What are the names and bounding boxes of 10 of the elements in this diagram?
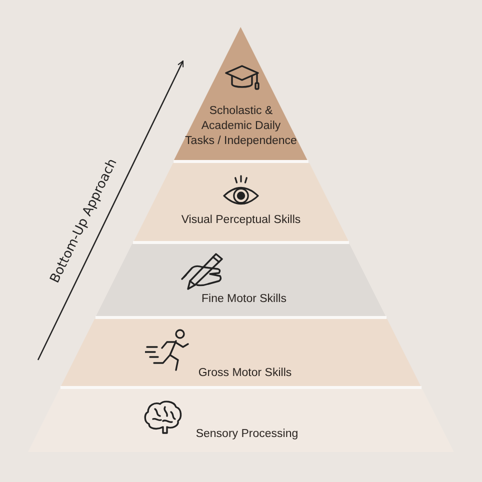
pyramid-tier	[134, 163, 348, 241]
pyramid-tier	[61, 319, 421, 386]
tier-label: Scholastic & Academic Daily Tasks / Independence	[185, 105, 297, 147]
tier-label: Gross Motor Skills	[198, 367, 292, 379]
tier-label: Visual Perceptual Skills	[181, 214, 301, 226]
pyramid-tier	[28, 389, 454, 452]
pyramid-tier	[174, 27, 308, 160]
tier-label: Fine Motor Skills	[201, 293, 286, 305]
pyramid-tier	[96, 244, 386, 316]
tier-label: Sensory Processing	[196, 428, 298, 440]
